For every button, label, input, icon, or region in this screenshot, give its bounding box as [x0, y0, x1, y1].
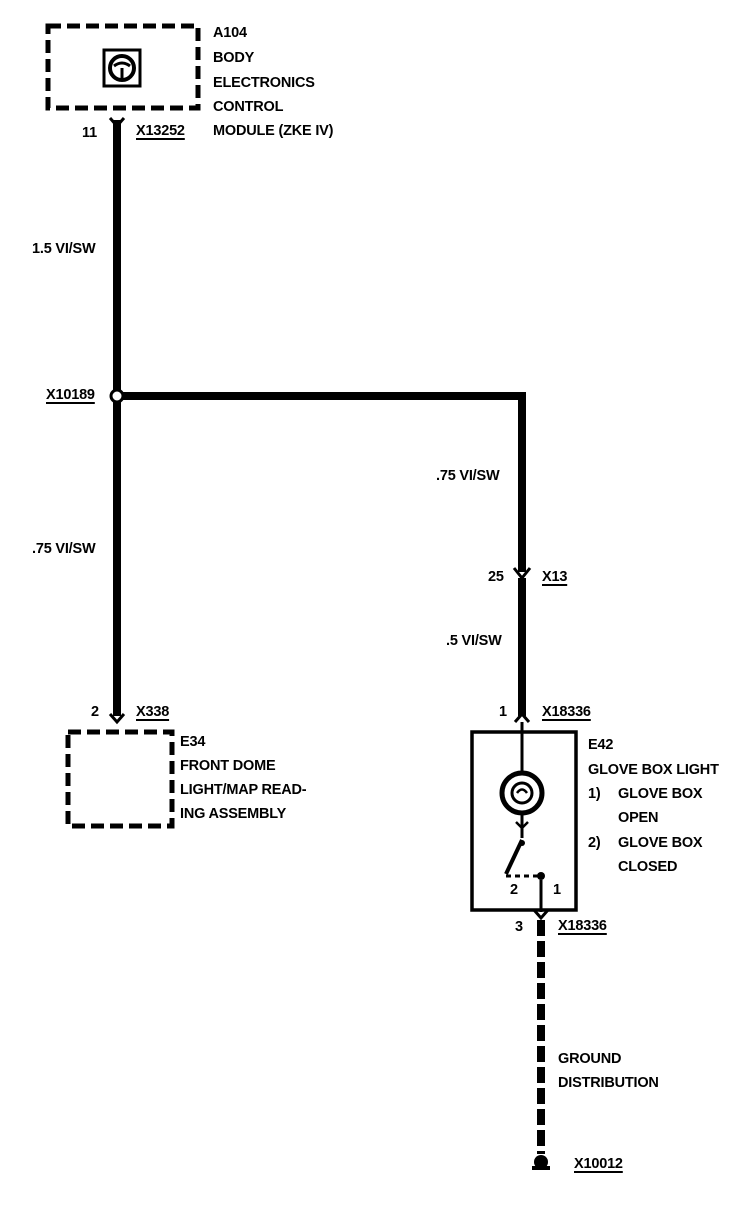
ground-label-line-1: GROUND: [558, 1051, 622, 1067]
glove-box-light-e42-box: [470, 730, 578, 912]
connector-x338-arrow: [108, 713, 126, 725]
module-name-line-4: MODULE (ZKE IV): [213, 123, 334, 139]
dome-pin: 2: [91, 704, 99, 720]
glove-code: E42: [588, 737, 614, 753]
dome-name-line-1: FRONT DOME: [180, 758, 276, 774]
inline-pin: 25: [488, 569, 504, 585]
wire-label-2: .75 VI/SW: [32, 541, 96, 557]
wire-label-3: .75 VI/SW: [436, 468, 500, 484]
dome-name-line-2: LIGHT/MAP READ-: [180, 782, 307, 798]
inline-connector: X13: [542, 569, 568, 585]
glove-connector-bottom: X18336: [558, 918, 607, 934]
wire-label-1: 1.5 VI/SW: [32, 241, 96, 257]
ground-icon: [532, 1155, 550, 1170]
module-pin: 11: [82, 125, 97, 141]
glove-pin-bottom: 3: [515, 919, 523, 935]
module-code: A104: [213, 25, 247, 41]
control-module-icon: [102, 48, 142, 88]
module-a104-box: [45, 23, 201, 111]
connector-x18336-top-arrow: [513, 711, 531, 723]
dome-light-e34-box: [65, 729, 175, 829]
ground-connector: X10012: [574, 1156, 623, 1172]
module-connector: X13252: [136, 123, 185, 139]
connector-x18336-bottom-arrow: [532, 909, 550, 921]
lamp-bulb-icon: [499, 770, 545, 816]
glove-pin-top: 1: [499, 704, 507, 720]
glove-connector-top: X18336: [542, 704, 591, 720]
glove-note2-line-1: GLOVE BOX: [618, 835, 703, 851]
glove-note2-num: 2): [588, 835, 601, 851]
switch-pin-left: 2: [510, 882, 518, 898]
connector-x13252-arrow: [108, 117, 126, 129]
glove-note1-num: 1): [588, 786, 601, 802]
glove-note1-line-1: GLOVE BOX: [618, 786, 703, 802]
dome-name-line-3: ING ASSEMBLY: [180, 806, 287, 822]
dome-connector: X338: [136, 704, 170, 720]
switch-pin-right: 1: [553, 882, 561, 898]
module-name-line-3: CONTROL: [213, 99, 284, 115]
glove-note1-line-2: OPEN: [618, 810, 659, 826]
glove-note2-line-2: CLOSED: [618, 859, 678, 875]
splice-label: X10189: [46, 387, 95, 403]
dome-code: E34: [180, 734, 206, 750]
splice-x10189-dot: [109, 388, 125, 404]
glove-name: GLOVE BOX LIGHT: [588, 762, 719, 778]
wire-label-4: .5 VI/SW: [446, 633, 502, 649]
ground-label-line-2: DISTRIBUTION: [558, 1075, 659, 1091]
module-name-line-1: BODY: [213, 50, 255, 66]
module-name-line-2: ELECTRONICS: [213, 75, 315, 91]
lamp-lower-arrow: [515, 821, 529, 830]
door-switch-icon: [504, 839, 545, 880]
